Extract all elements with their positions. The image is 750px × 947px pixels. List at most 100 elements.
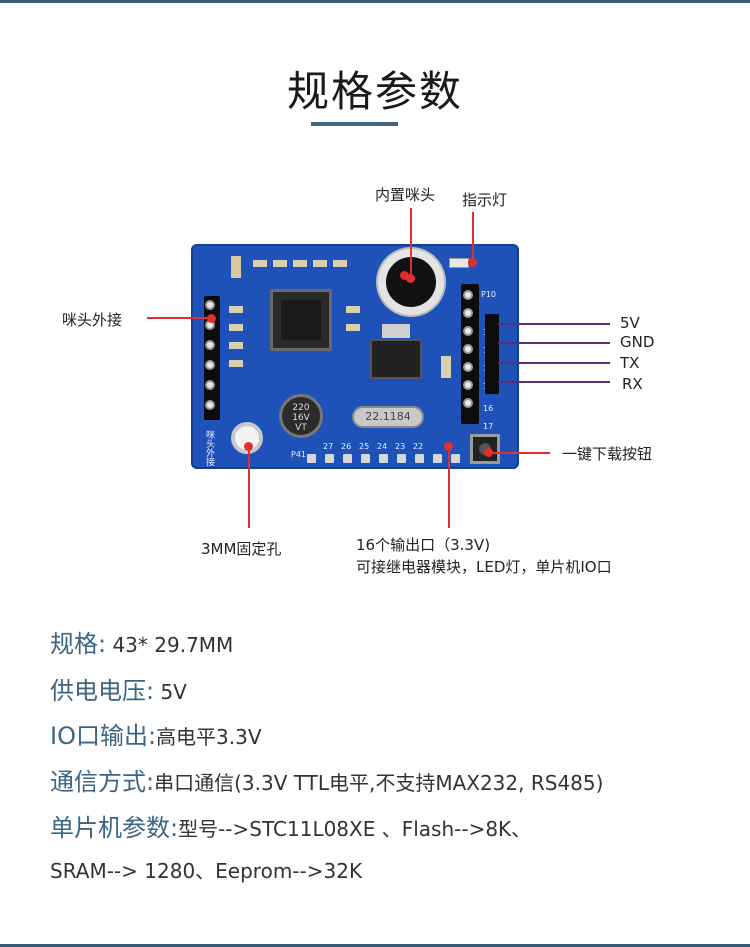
- spec-row: 供电电压: 5V: [50, 671, 187, 706]
- smd-part: [229, 324, 243, 331]
- bottom-number: 27: [323, 442, 334, 451]
- button-leader-line: [488, 452, 550, 454]
- header-pin: [463, 380, 473, 390]
- header-pin: [205, 300, 215, 310]
- header-number: 16: [483, 404, 494, 413]
- mic-leader-dot: [406, 274, 415, 283]
- capacitor-line: 16V: [292, 413, 310, 423]
- indicator-leader-line: [472, 212, 474, 262]
- voltage-regulator: [370, 339, 422, 379]
- spec-value: 43* 29.7MM: [106, 633, 234, 657]
- spec-key: 供电电压:: [50, 677, 155, 705]
- output-pad: [433, 454, 442, 463]
- mic-external-leader-dot: [207, 314, 216, 323]
- header-pin: [463, 398, 473, 408]
- page-title: 规格参数: [286, 67, 463, 116]
- spec-value: 串口通信(3.3V TTL电平,不支持MAX232, RS485): [154, 771, 604, 795]
- spec-value: 型号-->STC11L08XE 、Flash-->8K、: [178, 817, 532, 841]
- header-number: 17: [483, 422, 494, 431]
- smd-part: [229, 360, 243, 367]
- mic-label: 内置咪头: [375, 186, 436, 204]
- bottom-number: 26: [341, 442, 352, 451]
- smd-part: [346, 306, 360, 313]
- header-pin: [463, 290, 473, 300]
- bottom-number: 23: [395, 442, 406, 451]
- spec-row: 规格: 43* 29.7MM: [50, 624, 233, 659]
- pin-rx-line: [498, 381, 610, 383]
- spec-continuation-value: SRAM--> 1280、Eeprom-->32K: [50, 859, 363, 883]
- mic-external-leader-line: [147, 317, 211, 319]
- header-pin: [205, 400, 215, 410]
- indicator-label: 指示灯: [462, 191, 508, 209]
- spec-key: 通信方式:: [50, 768, 155, 796]
- header-top-label: P10: [481, 290, 497, 299]
- header-pin: [463, 362, 473, 372]
- hole-leader-dot: [244, 442, 253, 451]
- capacitor-line: VT: [295, 423, 307, 433]
- header-pin: [463, 326, 473, 336]
- left-mic-header: [204, 296, 220, 420]
- electrolytic-capacitor: 220 16V VT: [279, 394, 323, 438]
- spec-value: 5V: [154, 680, 187, 704]
- header-pin: [205, 340, 215, 350]
- pin-gnd-line: [498, 342, 610, 344]
- header-pin: [205, 380, 215, 390]
- spec-continuation: SRAM--> 1280、Eeprom-->32K: [50, 855, 362, 884]
- pin-tx-label: TX: [620, 354, 640, 372]
- output-pad: [397, 454, 406, 463]
- smd-part: [313, 260, 327, 267]
- output-pad: [415, 454, 424, 463]
- download-button-part: [470, 434, 500, 464]
- capacitor-line: 220: [292, 403, 310, 413]
- spec-key: 单片机参数:: [50, 814, 179, 842]
- output-pad: [379, 454, 388, 463]
- smd-part: [333, 260, 347, 267]
- outputs-label-line1: 16个输出口（3.3V): [356, 536, 491, 554]
- indicator-leader-dot: [468, 258, 477, 267]
- smd-part: [229, 342, 243, 349]
- smd-part: [293, 260, 307, 267]
- serial-header: [485, 314, 499, 394]
- spec-row: IO口输出:高电平3.3V: [50, 716, 262, 751]
- microphone-marker: [400, 271, 409, 280]
- smd-part: [253, 260, 267, 267]
- title-underline: [311, 122, 398, 126]
- download-button-label: 一键下载按钮: [562, 445, 653, 463]
- pin-tx-line: [498, 362, 610, 364]
- hole-leader-line: [248, 446, 250, 528]
- top-rule: [0, 0, 750, 3]
- smd-cap: [441, 356, 451, 378]
- output-pad: [325, 454, 334, 463]
- output-pad: [361, 454, 370, 463]
- mount-hole: [231, 422, 263, 454]
- spec-row: 通信方式:串口通信(3.3V TTL电平,不支持MAX232, RS485): [50, 762, 603, 797]
- mic-external-label: 咪头外接: [62, 311, 123, 329]
- bottom-number: 24: [377, 442, 388, 451]
- bottom-number: 25: [359, 442, 370, 451]
- outputs-label-line2: 可接继电器模块，LED灯，单片机IO口: [356, 558, 612, 576]
- output-pad: [343, 454, 352, 463]
- button-leader-dot: [484, 448, 493, 457]
- board-left-label: 咪头外接: [204, 430, 214, 466]
- bottom-number: 22: [413, 442, 424, 451]
- smd-cap: [231, 256, 241, 278]
- spec-value: 高电平3.3V: [156, 725, 262, 749]
- pin-gnd-label: GND: [620, 333, 655, 351]
- capacitor-marking: 220 16V VT: [282, 403, 320, 433]
- mic-leader-line: [410, 208, 412, 278]
- spec-key: IO口输出:: [50, 722, 157, 750]
- output-pad: [451, 454, 460, 463]
- outputs-leader-line: [448, 446, 450, 528]
- mcu-chip: [270, 289, 332, 351]
- pin-5v-label: 5V: [620, 314, 640, 332]
- output-header: [461, 284, 479, 424]
- regulator-tab: [382, 324, 410, 338]
- mcu-die: [281, 300, 321, 340]
- header-pin: [205, 360, 215, 370]
- outputs-leader-dot: [444, 442, 453, 451]
- mount-hole-label: 3MM固定孔: [201, 540, 282, 558]
- spec-row: 单片机参数:型号-->STC11L08XE 、Flash-->8K、: [50, 808, 531, 843]
- smd-part: [346, 324, 360, 331]
- header-pin: [463, 344, 473, 354]
- output-pad: [307, 454, 316, 463]
